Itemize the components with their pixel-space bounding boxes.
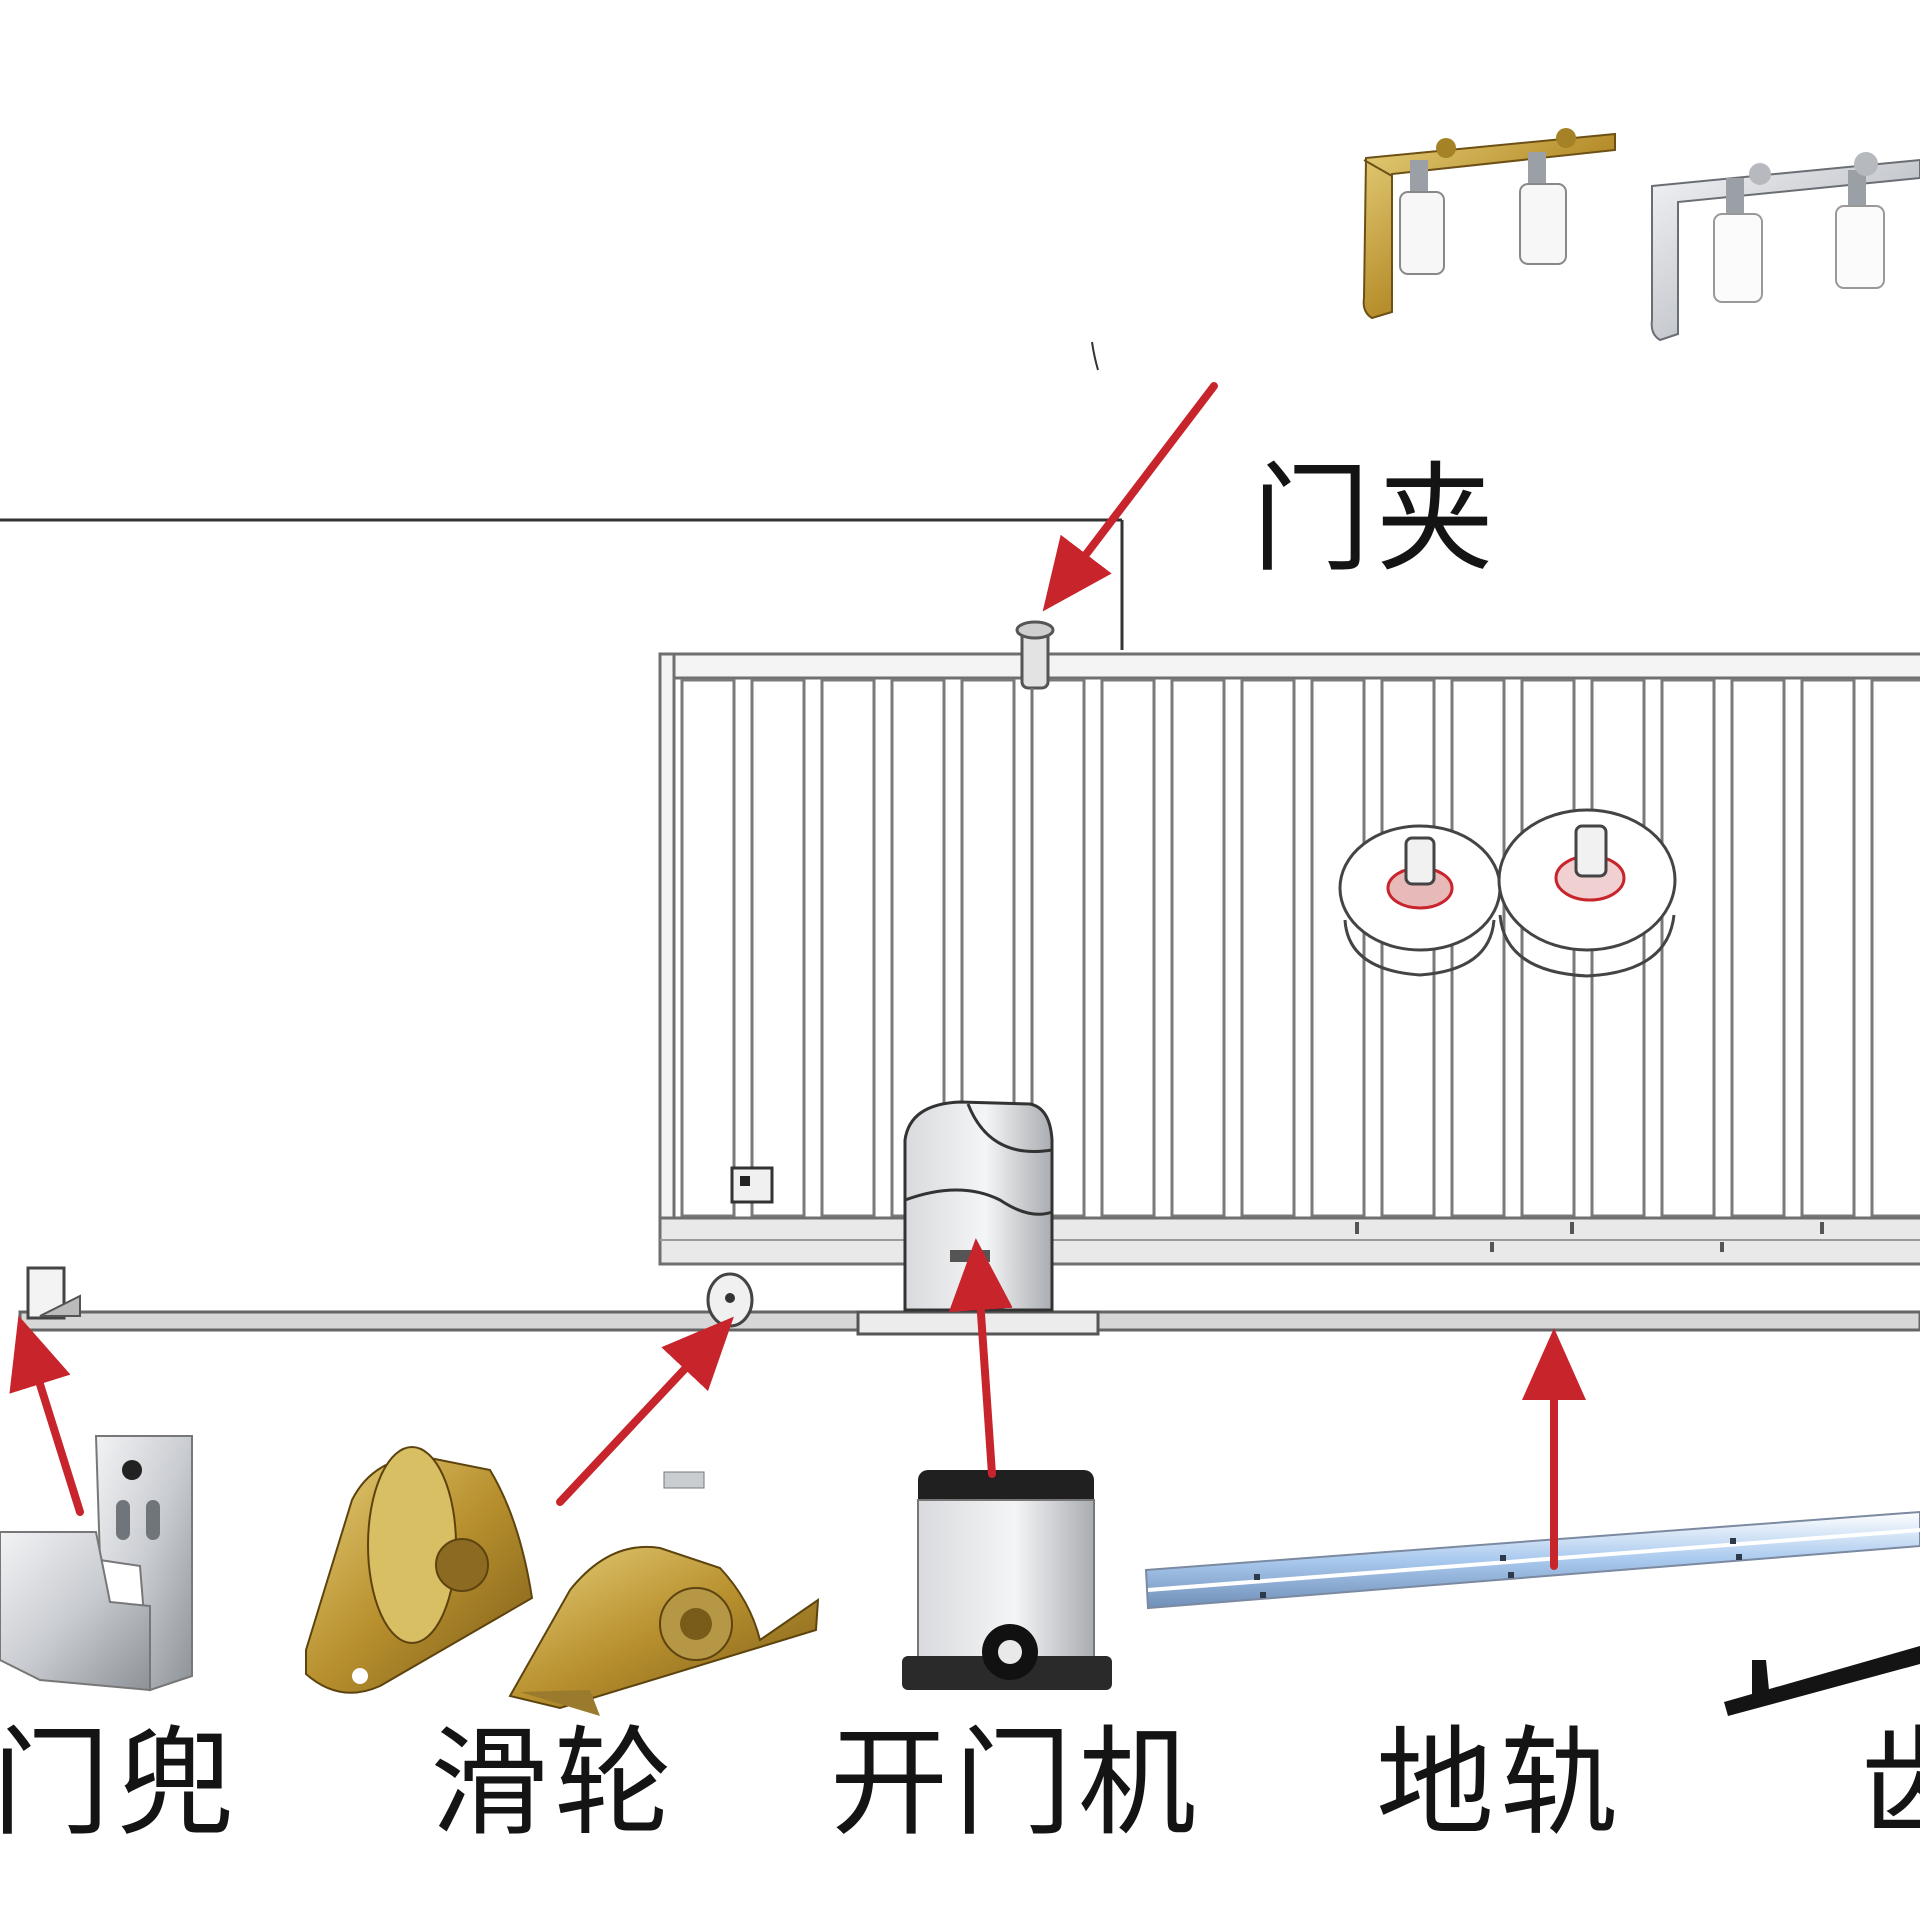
label-pulley: 滑轮: [430, 1714, 679, 1852]
arrow-door-clamp: [1042, 382, 1218, 612]
label-gear-rack: 齿: [1860, 1724, 1920, 1842]
gate-bar: [1870, 678, 1920, 1218]
indicator-arrows: [9, 382, 1586, 1570]
door-stop-bracket-icon: [0, 1435, 193, 1692]
gate-bar: [680, 678, 736, 1218]
arrow-opener: [948, 1238, 1013, 1478]
gate-bar: [1660, 678, 1716, 1218]
gate-bar: [1730, 678, 1786, 1218]
guide-wheel-icon: [1338, 808, 1677, 978]
gate-bar: [750, 678, 806, 1218]
ground-rail-icon: [1144, 1510, 1920, 1610]
arrow-pulley: [556, 1316, 734, 1506]
label-door-clamp: 门夹: [1252, 450, 1501, 588]
gate-bar: [820, 678, 876, 1218]
gate-bar: [1450, 678, 1506, 1218]
gate-opener-motor-icon: [902, 1470, 1112, 1690]
overhead-wire: [0, 518, 1124, 650]
gate-bar: [1170, 678, 1226, 1218]
gate-bar: [1240, 678, 1296, 1218]
gate-bar: [1800, 678, 1856, 1218]
brass-pulley-icon: [305, 1446, 820, 1716]
label-ground-rail: 地轨: [1376, 1714, 1625, 1852]
door-clamp-brass-icon: [1362, 128, 1616, 320]
arrow-door-stop: [9, 1315, 84, 1516]
gate-bar: [1100, 678, 1156, 1218]
sliding-gate: [658, 620, 1920, 1266]
gear-rack-icon: [1724, 1646, 1920, 1716]
gate-bars: [680, 678, 1920, 1218]
door-clamp-steel-icon: [1650, 152, 1920, 342]
wire-tick: [1091, 341, 1099, 371]
label-door-stop: 门兜: [0, 1714, 241, 1852]
label-opener: 开门机: [830, 1714, 1203, 1852]
